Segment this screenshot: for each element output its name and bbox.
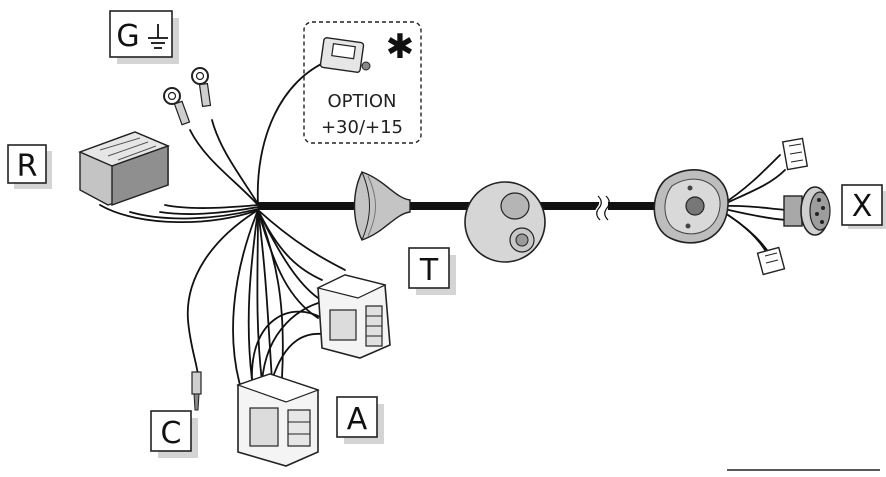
relay-module	[78, 131, 170, 206]
label-c-text: C	[161, 416, 182, 451]
round-13pin-connector	[783, 186, 831, 236]
mounting-disc	[464, 181, 546, 263]
socket-wires	[719, 154, 791, 263]
label-g-text: G	[116, 19, 139, 54]
option-marker: ✱	[386, 27, 415, 67]
ground-ring-terminals	[163, 67, 212, 126]
label-g: G	[109, 10, 179, 64]
label-x: X	[841, 184, 886, 229]
label-r-text: R	[17, 149, 38, 184]
vehicle-connector-white	[316, 274, 391, 359]
right-plug-upper	[781, 137, 809, 171]
cable-grommet	[353, 171, 411, 241]
label-t-text: T	[419, 253, 439, 288]
ground-symbol-icon	[148, 24, 168, 49]
label-a-text: A	[347, 402, 368, 437]
option-label: OPTION	[328, 91, 397, 112]
label-a: A	[336, 396, 384, 444]
right-plug-lower	[756, 246, 786, 276]
option-callout: ✱ OPTION +30/+15	[303, 21, 422, 144]
ring-terminal-c	[191, 371, 202, 411]
option-voltage-label: +30/+15	[321, 117, 403, 138]
label-x-text: X	[852, 189, 873, 224]
vehicle-connector-a	[236, 373, 320, 467]
label-c: C	[150, 410, 198, 458]
label-t: T	[408, 247, 456, 295]
option-plug	[319, 37, 371, 73]
socket-flange	[653, 169, 729, 244]
harness-wires	[99, 59, 346, 386]
label-r: R	[7, 144, 52, 189]
